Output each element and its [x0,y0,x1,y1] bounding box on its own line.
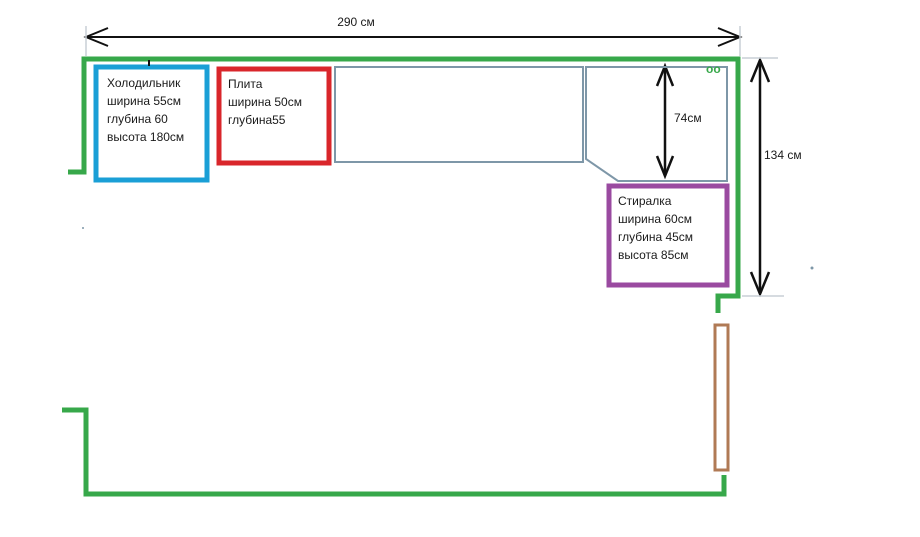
stove-label: Плита ширина 50см глубина55 [228,77,305,127]
fridge-label-line: Холодильник [107,76,181,90]
fridge-label-line: высота 180см [107,130,184,144]
washer-label-line: ширина 60см [618,212,692,226]
washer-label: Стиралка ширина 60см глубина 45см высота… [618,194,696,262]
corner-arrow-head-bottom [655,155,675,180]
countertop-middle [334,66,584,163]
door [713,323,730,472]
countertop-corner [585,66,728,182]
countertops [334,66,728,182]
fridge-box [93,64,210,183]
fridge-label: Холодильник ширина 55см глубина 60 высот… [107,76,184,144]
corner-mark: oo [706,62,721,76]
height-arrow-head-top [749,56,771,83]
width-dimension-label: 290 см [337,15,375,29]
height-dimension-label: 134 см [764,148,802,162]
height-arrow-head-bottom [749,271,771,298]
washer-label-line: глубина 45см [618,230,693,244]
stove-box [216,66,332,166]
stove-label-line: ширина 50см [228,95,302,109]
stove: Плита ширина 50см глубина55 [216,66,332,166]
fridge-label-line: глубина 60 [107,112,168,126]
washer-label-line: Стиралка [618,194,672,208]
walls [62,56,741,497]
washer-label-line: высота 85см [618,248,689,262]
fridge: Холодильник ширина 55см глубина 60 высот… [93,60,210,183]
washer: Стиралка ширина 60см глубина 45см высота… [606,183,730,288]
stove-label-line: глубина55 [228,113,286,127]
fridge-label-line: ширина 55см [107,94,181,108]
stray-dot [810,266,814,270]
wall-bottom [62,407,727,497]
corner-dimension-label: 74см [674,111,702,125]
stray-dot [82,227,84,229]
wall-top-left [68,56,741,313]
washer-box [606,183,730,288]
stove-label-line: Плита [228,77,263,91]
